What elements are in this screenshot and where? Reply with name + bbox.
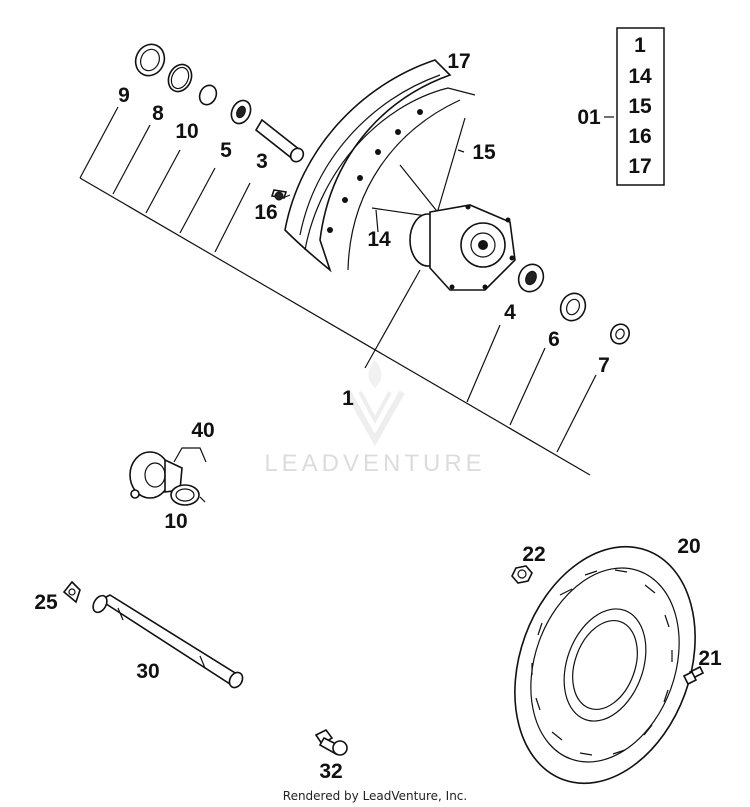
bolt-21 bbox=[682, 665, 705, 686]
callout-6: 6 bbox=[548, 328, 560, 351]
kit-box bbox=[616, 27, 665, 186]
nut-22 bbox=[511, 565, 533, 584]
callout-10-top: 10 bbox=[175, 120, 198, 143]
callout-21: 21 bbox=[698, 647, 722, 670]
circlip-10 bbox=[198, 84, 218, 106]
watermark-logo bbox=[345, 360, 405, 447]
callout-14: 14 bbox=[367, 228, 391, 251]
seal-6 bbox=[559, 292, 587, 322]
kit-item-1: 1 bbox=[634, 34, 646, 57]
callout-01: 01 bbox=[577, 106, 601, 129]
bearing-5 bbox=[230, 99, 252, 125]
spokes-14-15 bbox=[371, 117, 466, 219]
kit-item-3: 15 bbox=[628, 95, 652, 118]
callout-1: 1 bbox=[342, 387, 354, 410]
callout-32: 32 bbox=[319, 760, 342, 783]
hub-1 bbox=[409, 204, 516, 291]
callout-10-bottom: 10 bbox=[164, 510, 187, 533]
seal-ring-9 bbox=[134, 43, 166, 77]
speedo-drive-40 bbox=[129, 447, 207, 499]
axis-lines bbox=[79, 106, 614, 476]
callout-4: 4 bbox=[504, 301, 516, 324]
kit-item-4: 16 bbox=[628, 125, 651, 148]
spoke-nipple-16 bbox=[270, 189, 288, 201]
callout-5: 5 bbox=[220, 139, 232, 162]
callout-30: 30 bbox=[136, 660, 159, 683]
spacer-sleeve-3 bbox=[254, 118, 305, 163]
callout-7: 7 bbox=[598, 354, 610, 377]
callout-20: 20 bbox=[677, 535, 700, 558]
callout-15: 15 bbox=[472, 141, 496, 164]
brake-disc-20 bbox=[514, 545, 696, 785]
circlip-10b bbox=[170, 484, 206, 506]
watermark-text: LEADVENTURE bbox=[264, 450, 485, 477]
callout-8: 8 bbox=[152, 102, 164, 125]
kit-item-2: 14 bbox=[628, 65, 652, 88]
bearing-4 bbox=[517, 263, 545, 293]
cap-25 bbox=[62, 580, 81, 604]
axle-30 bbox=[92, 594, 244, 689]
callout-40: 40 bbox=[191, 419, 214, 442]
callout-9: 9 bbox=[118, 84, 130, 107]
callout-25: 25 bbox=[34, 591, 58, 614]
callout-17: 17 bbox=[447, 50, 470, 73]
callout-16: 16 bbox=[254, 201, 277, 224]
footer-credit: Rendered by LeadVenture, Inc. bbox=[283, 789, 467, 803]
spacer-7 bbox=[610, 323, 630, 345]
callout-22: 22 bbox=[522, 543, 545, 566]
callout-3: 3 bbox=[256, 150, 268, 173]
seal-ring-8 bbox=[167, 63, 193, 93]
bolt-32 bbox=[314, 728, 348, 756]
kit-item-5: 17 bbox=[628, 155, 651, 178]
rim-17 bbox=[284, 59, 476, 273]
